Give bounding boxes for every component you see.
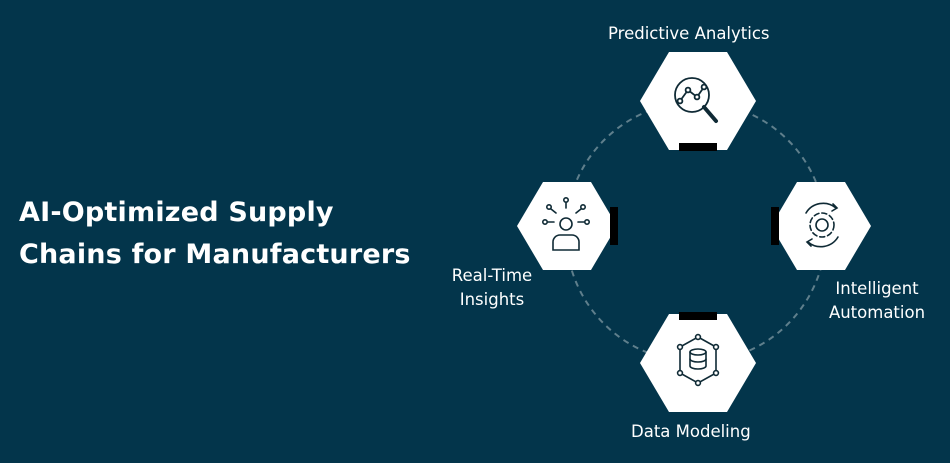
connector-tab	[771, 207, 779, 245]
hexagon-data-modeling	[640, 312, 756, 412]
title-line-1: AI-Optimized Supply	[19, 197, 334, 228]
label-line: Intelligent	[835, 279, 919, 298]
label-intelligent-automation: Intelligent Automation	[818, 277, 936, 325]
title-line-2: Chains for Manufacturers	[19, 239, 411, 270]
hexagon-real-time-insights	[517, 182, 618, 270]
page-title: AI-Optimized Supply Chains for Manufactu…	[19, 192, 411, 276]
label-real-time-insights: Real-Time Insights	[440, 264, 544, 312]
connector-tab	[679, 312, 717, 320]
connector-tab	[610, 207, 618, 245]
connector-tab	[679, 143, 717, 151]
database-network-icon	[676, 333, 720, 387]
label-line: Insights	[459, 290, 525, 309]
analytics-magnifier-icon	[674, 77, 718, 123]
hexagon-intelligent-automation	[771, 182, 871, 270]
label-data-modeling: Data Modeling	[631, 422, 751, 441]
gear-cycle-icon	[805, 202, 839, 248]
hexagon-predictive-analytics	[640, 52, 756, 151]
label-line: Automation	[828, 303, 926, 322]
person-network-icon	[541, 197, 590, 251]
label-line: Real-Time	[451, 266, 533, 285]
label-predictive-analytics: Predictive Analytics	[608, 24, 770, 43]
